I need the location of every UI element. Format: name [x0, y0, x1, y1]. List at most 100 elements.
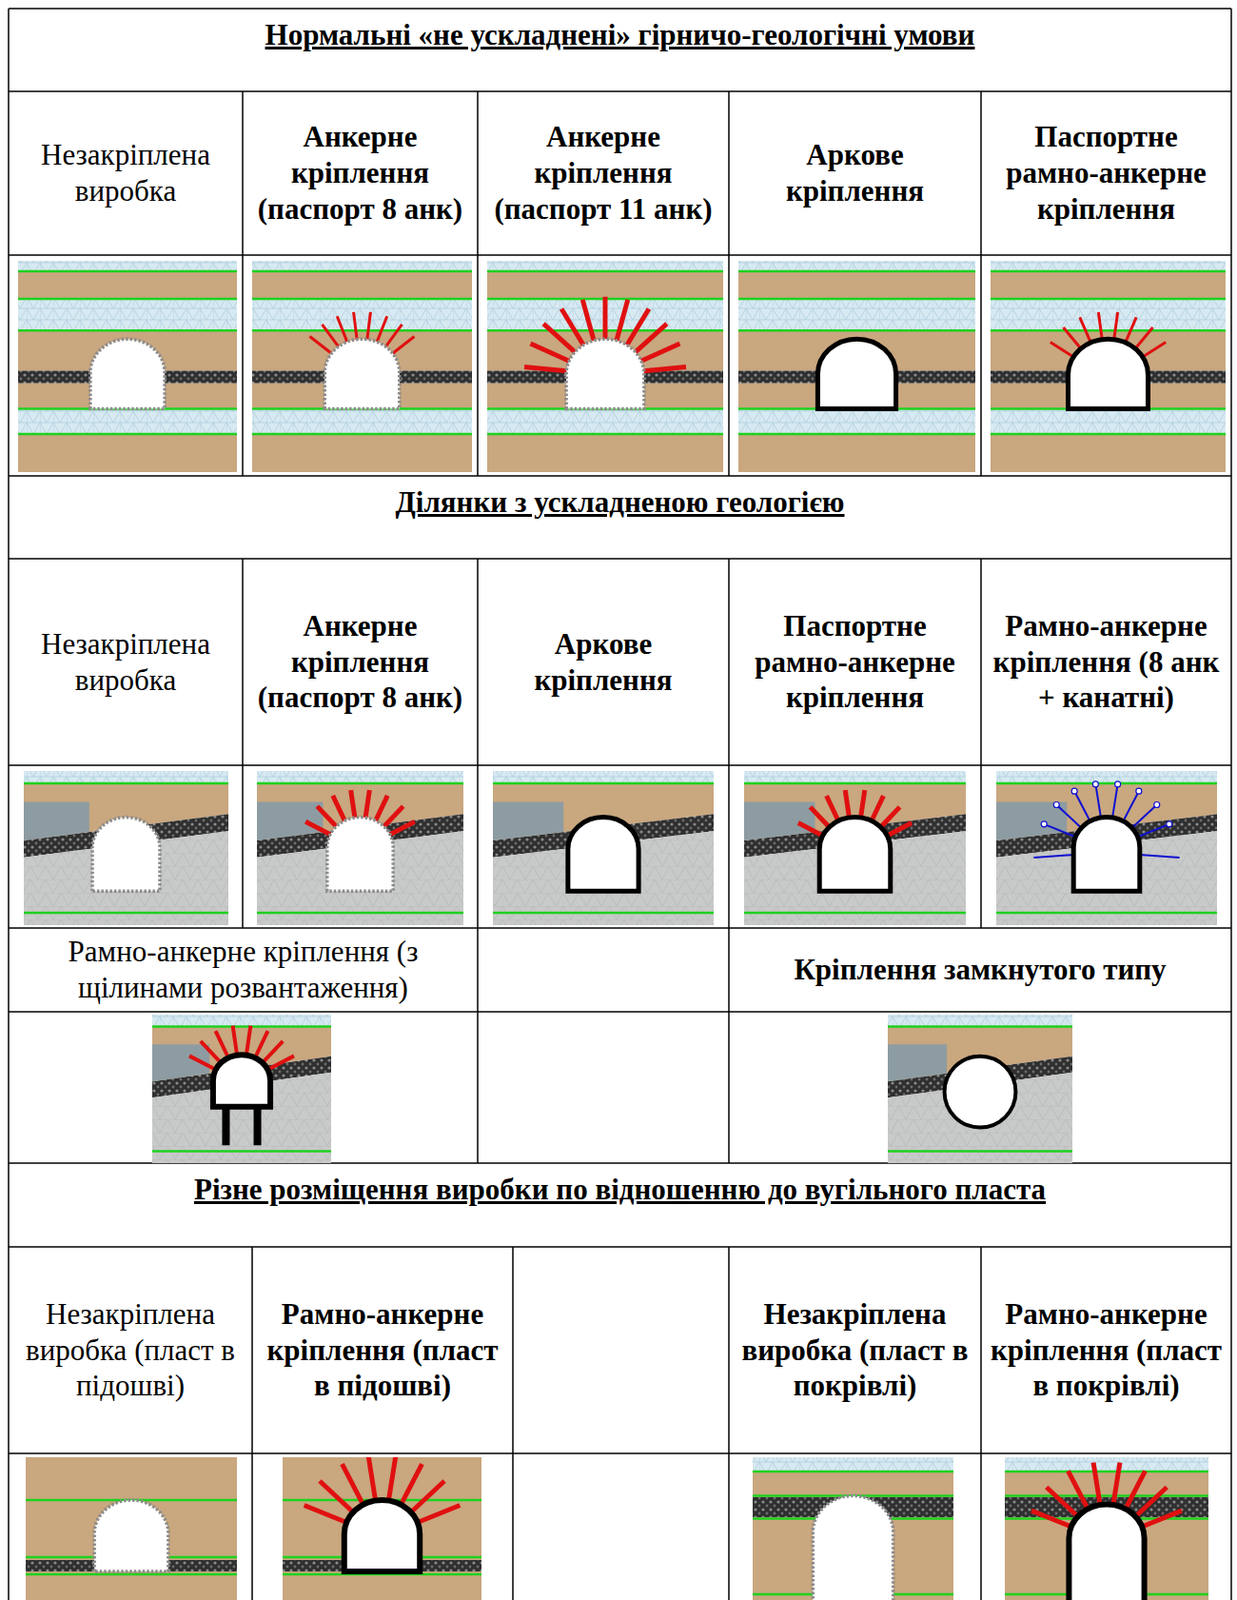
relief-slot [221, 1106, 230, 1146]
bolt-end [1071, 787, 1078, 794]
table-rule [980, 558, 982, 928]
rock-bolt [1125, 1470, 1146, 1509]
rock-bolt [392, 335, 415, 354]
layer-boundary [996, 911, 1218, 915]
rock-section [23, 770, 229, 925]
table-cell: Паспортне рамно-анкерне кріплення [982, 92, 1230, 255]
rock-bolt [233, 1025, 238, 1056]
rock-bolt [1050, 341, 1074, 357]
rock-bolt [886, 823, 912, 836]
table-cell: Анкерне кріплення (паспорт 8 анк) [244, 92, 476, 255]
layer-boundary [738, 329, 976, 333]
rock-section [492, 770, 714, 925]
section-heading: Різне розміщення виробки по відношенню д… [10, 1163, 1230, 1246]
rock-section [752, 1456, 954, 1600]
rock-bolt [417, 1505, 460, 1523]
table-rule [727, 91, 730, 476]
rock-bolt [524, 366, 567, 371]
layer-boundary [738, 297, 976, 301]
bolt-end [1053, 801, 1060, 807]
rock-bolt [1043, 824, 1076, 837]
rock-bolt [1031, 1510, 1072, 1527]
rock-layer [18, 271, 237, 299]
layer-boundary [744, 782, 966, 786]
table-rule [476, 91, 479, 476]
table-cell: Рамно-анкерне кріплення (8 анк + канатні… [982, 559, 1230, 765]
rock-layer [487, 408, 724, 434]
layer-boundary [996, 782, 1218, 786]
rock-bolt [368, 1456, 376, 1501]
rock-bolt [322, 324, 339, 347]
unsupported-opening [327, 817, 393, 892]
rock-layer [252, 433, 472, 472]
table-rule [476, 927, 479, 1163]
rock-bolt [616, 299, 629, 341]
rock-bolt [1074, 790, 1090, 822]
layer-boundary [487, 432, 724, 436]
table-cell: Анкерне кріплення (паспорт 11 анк) [479, 92, 727, 255]
rock-layer [18, 433, 237, 472]
rock-layer [738, 298, 976, 331]
rock-bolt [861, 789, 865, 818]
unsupported-opening [94, 1499, 169, 1571]
rock-bolt [561, 308, 584, 345]
rock-section [152, 1014, 332, 1163]
rock-bolt [644, 366, 687, 371]
rock-bolt [189, 1055, 216, 1069]
rock-bolt [342, 1463, 364, 1505]
layer-boundary [23, 782, 229, 786]
table-rule [8, 254, 1232, 256]
rock-bolt [1141, 1510, 1182, 1527]
rock-layer [18, 260, 237, 272]
table-cell: Незакріплена виробка (пласт в покрівлі) [730, 1247, 980, 1453]
layer-boundary [252, 270, 472, 274]
rock-layer [252, 298, 472, 331]
rock-layer [738, 271, 976, 299]
rock-bolt [215, 1030, 229, 1058]
unsupported-opening [90, 338, 165, 409]
table-cell: Кріплення замкнутого типу [730, 928, 1230, 1011]
table-cell: Паспортне рамно-анкерне кріплення [730, 559, 980, 765]
table-rule [8, 926, 1232, 929]
rock-bolt [1135, 1487, 1167, 1517]
rock-layer [487, 271, 724, 299]
bolt-end [1092, 781, 1099, 787]
rock-bolt [367, 312, 372, 340]
rock-bolt [1067, 1470, 1088, 1509]
table-cell: Рамно-анкерне кріплення (пласт в підошві… [254, 1247, 511, 1453]
rock-layer [23, 801, 90, 841]
rock-layer [990, 408, 1226, 434]
arch-support [1068, 338, 1149, 409]
rock-bolt [1125, 316, 1137, 342]
rock-bolt [319, 1480, 354, 1512]
layer-boundary [492, 911, 714, 915]
rock-bolt [1139, 854, 1180, 858]
rock-section [887, 1014, 1073, 1163]
table-cell: Незакріплена виробка [10, 92, 241, 255]
rock-section [487, 260, 724, 472]
rock-bolt [582, 299, 594, 341]
unsupported-opening [324, 338, 400, 409]
rock-layer [1004, 1456, 1209, 1472]
rock-layer [738, 260, 976, 272]
rock-bolt [1093, 1462, 1100, 1505]
rock-bolt [603, 296, 609, 339]
layer-boundary [744, 911, 966, 915]
arch-support [568, 817, 639, 892]
table-rule [8, 90, 1232, 93]
unsupported-opening [92, 817, 160, 892]
rock-section [252, 260, 472, 472]
rock-bolt [353, 312, 358, 340]
rock-bolt [262, 1040, 283, 1063]
rock-bolt [305, 821, 331, 834]
bolt-end [1166, 821, 1173, 827]
table-border [1230, 8, 1233, 1600]
layer-boundary [252, 329, 472, 333]
rock-bolt [809, 806, 829, 827]
layer-boundary [990, 432, 1226, 436]
rock-bolt [316, 805, 336, 826]
rock-layer [752, 1471, 954, 1497]
arch-support [1073, 817, 1140, 892]
rock-bolt [1142, 341, 1166, 357]
